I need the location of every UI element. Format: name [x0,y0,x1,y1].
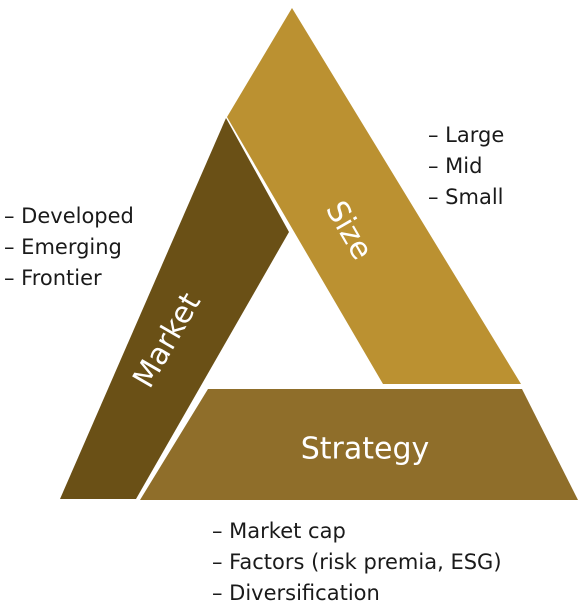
market-list: – Developed – Emerging – Frontier [4,201,134,294]
strategy-list: – Market cap – Factors (risk premia, ESG… [212,516,502,609]
size-list: – Large – Mid – Small [428,120,504,213]
market-segment [60,118,289,499]
market-list-item: – Emerging [4,235,122,259]
strategy-label: Strategy [301,432,430,467]
strategy-list-item: – Factors (risk premia, ESG) [212,550,502,574]
market-list-item: – Frontier [4,266,102,290]
size-list-item: – Mid [428,154,483,178]
size-segment [227,8,521,384]
size-list-item: – Large [428,123,505,147]
strategy-list-item: – Diversification [212,581,380,605]
market-list-item: – Developed [4,204,134,228]
strategy-segment [140,389,578,500]
size-list-item: – Small [428,185,504,209]
strategy-list-item: – Market cap [212,519,346,543]
